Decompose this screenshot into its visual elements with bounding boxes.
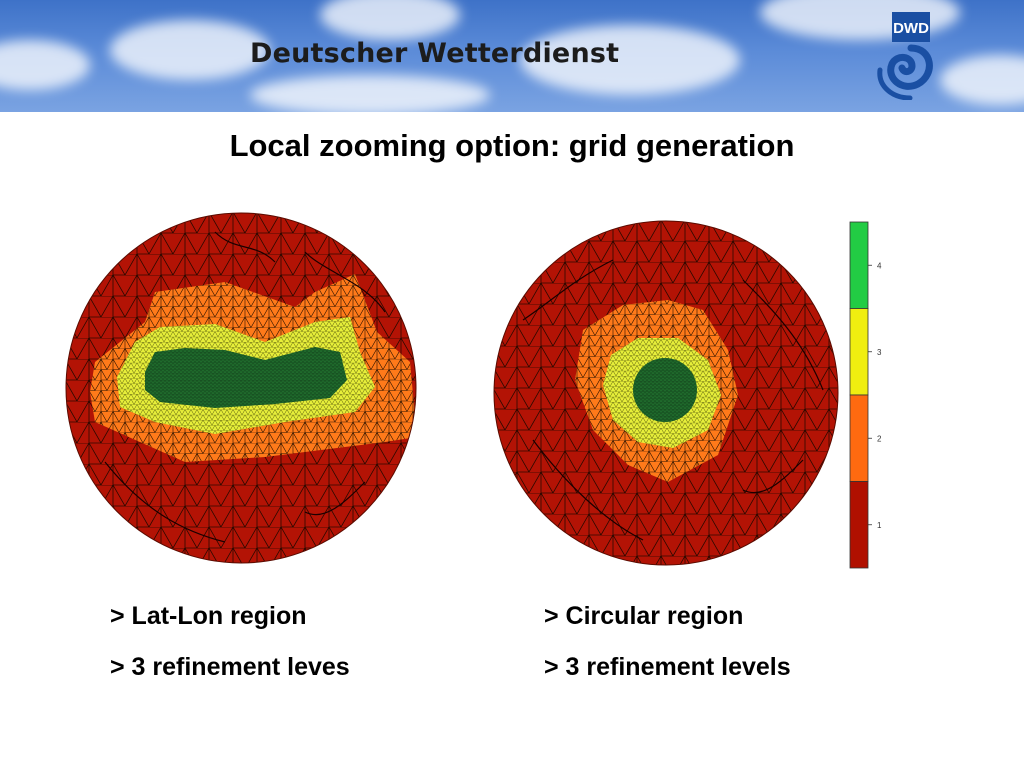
refinement-colorbar: 4 3 2 1	[849, 221, 882, 569]
globe-circular-grid	[493, 220, 839, 566]
caption-latlon-levels: > 3 refinement leves	[110, 653, 350, 681]
logo-badge	[892, 12, 930, 42]
colorbar-label: 1	[877, 521, 882, 530]
caption-latlon-region: > Lat-Lon region	[110, 602, 307, 630]
colorbar-label: 4	[877, 261, 882, 270]
header-banner: Deutscher Wetterdienst DWD	[0, 0, 1024, 112]
banner-title: Deutscher Wetterdienst	[250, 38, 620, 69]
dwd-logo: DWD	[877, 12, 933, 100]
colorbar-label: 3	[877, 348, 882, 357]
globe-latlon-grid	[65, 212, 417, 564]
caption-circular-levels: > 3 refinement levels	[544, 653, 791, 681]
colorbar-segment-2	[849, 394, 869, 482]
caption-circular-region: > Circular region	[544, 602, 744, 630]
colorbar-segment-4	[849, 221, 869, 309]
coastline	[522, 259, 824, 541]
colorbar-label: 2	[877, 434, 882, 443]
slide-title: Local zooming option: grid generation	[229, 128, 795, 163]
logo-text: DWD	[893, 20, 929, 37]
swirl-icon	[887, 44, 933, 90]
colorbar-segment-1	[849, 481, 869, 569]
swirl-tail-icon	[877, 67, 913, 100]
coastline	[104, 231, 386, 543]
colorbar-segment-3	[849, 308, 869, 396]
